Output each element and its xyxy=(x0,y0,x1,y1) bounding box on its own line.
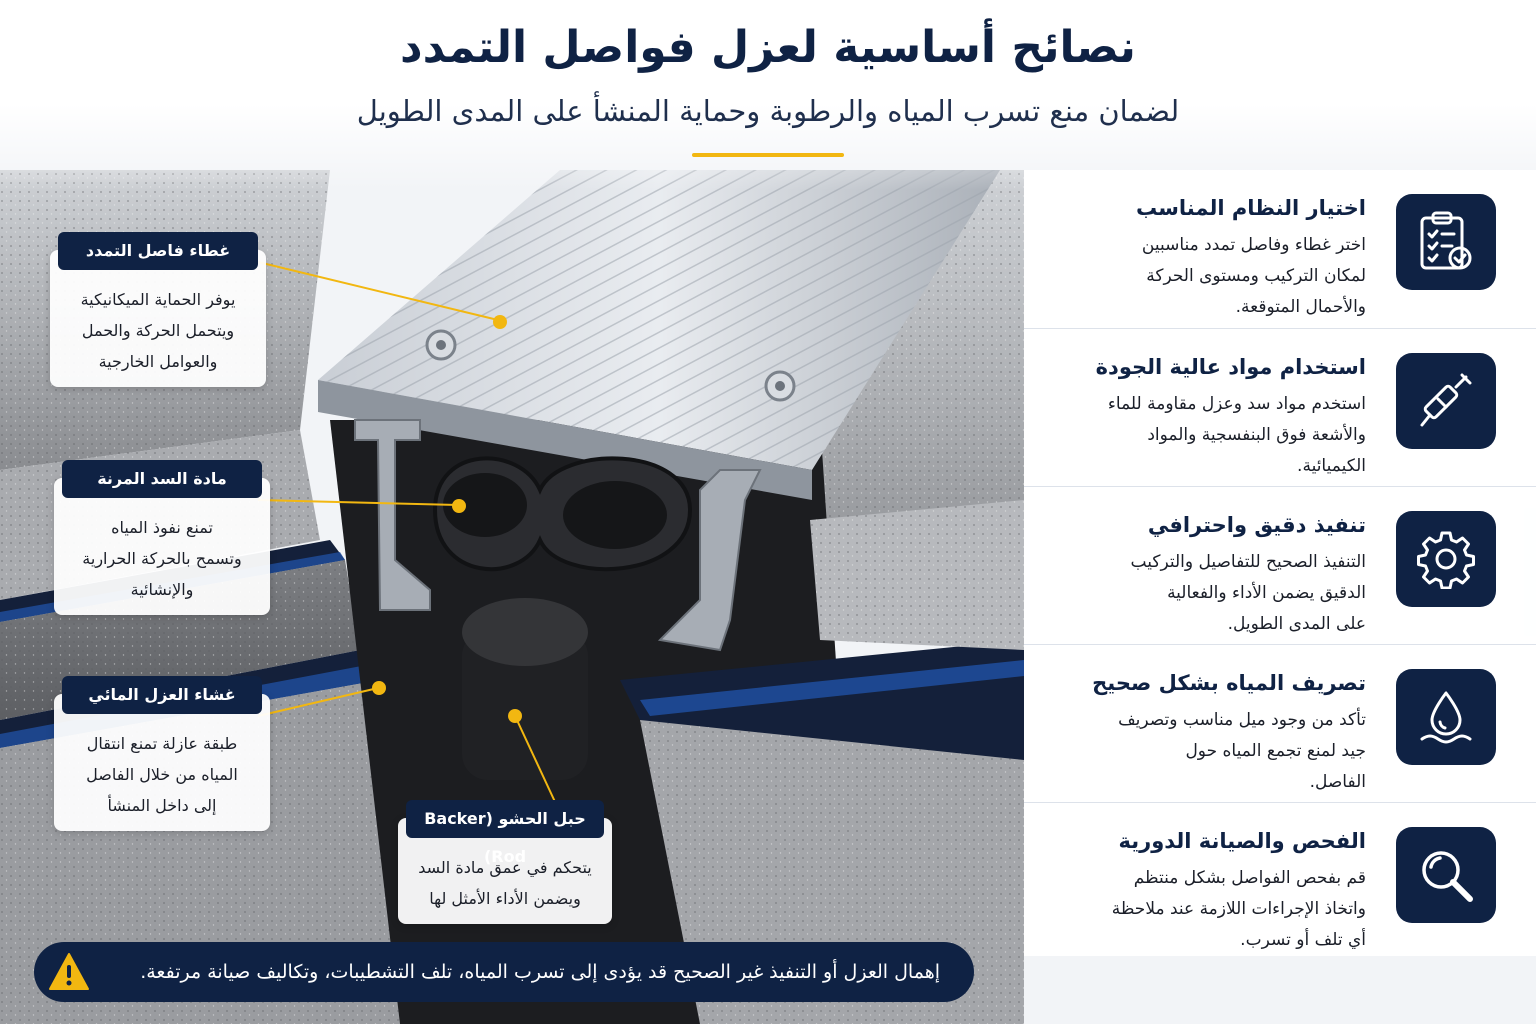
warning-triangle-icon xyxy=(49,953,89,990)
tip-inspection-maintenance: الفحص والصيانة الدورية قم بفحص الفواصل ب… xyxy=(1024,802,1536,959)
page-subtitle: لضمان منع تسرب المياه والرطوبة وحماية ال… xyxy=(356,94,1180,128)
tip-body: استخدم مواد سد وعزل مقاومة للماء والأشعة… xyxy=(1107,394,1366,476)
callout-body: يتحكم في عمق مادة السد ويضمن الأداء الأم… xyxy=(418,858,592,908)
leader-dot-cover xyxy=(493,315,507,329)
aluminum-profile-right xyxy=(657,469,762,652)
gear-icon xyxy=(1396,511,1496,607)
tip-body: تأكد من وجود ميل مناسب وتصريف جيد لمنع ت… xyxy=(1118,710,1366,792)
tip-body: قم بفحص الفواصل بشكل منتظم واتخاذ الإجرا… xyxy=(1111,868,1366,950)
callout-title: غشاء العزل المائي xyxy=(62,676,262,714)
leader-line-membrane xyxy=(257,687,379,717)
tip-precise-execution: تنفيذ دقيق واحترافي التنفيذ الصحيح للتفا… xyxy=(1024,486,1536,643)
header-backdrop xyxy=(0,0,1536,190)
tip-title: تنفيذ دقيق واحترافي xyxy=(1147,513,1366,537)
leader-line-backer xyxy=(515,717,557,805)
callout-title: مادة السد المرنة xyxy=(62,460,262,498)
backer-rod xyxy=(462,630,588,780)
leader-line-cover xyxy=(257,261,499,321)
tip-body: التنفيذ الصحيح للتفاصيل والتركيب الدقيق … xyxy=(1130,552,1366,634)
leader-line-sealant xyxy=(257,499,459,506)
leader-dot-sealant xyxy=(452,499,466,513)
page-title: نصائح أساسية لعزل فواصل التمدد xyxy=(400,22,1136,73)
aluminum-profile-left xyxy=(354,419,431,611)
callout-body: طبقة عازلة تمنع انتقال المياه من خلال ال… xyxy=(86,734,238,815)
tips-panel: اختيار النظام المناسب اختر غطاء وفاصل تم… xyxy=(1024,170,1536,956)
warning-text: إهمال العزل أو التنفيذ غير الصحيح قد يؤد… xyxy=(140,961,940,983)
magnifier-icon xyxy=(1396,827,1496,923)
tip-title: الفحص والصيانة الدورية xyxy=(1118,829,1367,853)
water-drop-icon xyxy=(1396,669,1496,765)
warning-banner: إهمال العزل أو التنفيذ غير الصحيح قد يؤد… xyxy=(34,942,974,1002)
tip-quality-materials: استخدام مواد عالية الجودة استخدم مواد سد… xyxy=(1024,328,1536,485)
tip-title: تصريف المياه بشكل صحيح xyxy=(1092,671,1366,695)
callout-backer-rod: حبل الحشو (Backer Rod) يتحكم في عمق مادة… xyxy=(398,800,612,924)
leader-dot-backer xyxy=(508,709,522,723)
callout-title: حبل الحشو (Backer Rod) xyxy=(406,800,604,866)
callout-body: يوفر الحماية الميكانيكية ويتحمل الحركة و… xyxy=(80,290,236,371)
tip-system-selection: اختيار النظام المناسب اختر غطاء وفاصل تم… xyxy=(1024,170,1536,326)
callout-title: غطاء فاصل التمدد xyxy=(58,232,258,270)
clipboard-check-icon xyxy=(1396,194,1496,290)
aluminum-cover-front xyxy=(318,380,812,500)
leader-dot-membrane xyxy=(372,681,386,695)
tip-body: اختر غطاء وفاصل تمدد مناسبين لمكان الترك… xyxy=(1141,235,1366,317)
callout-body: تمنع نفوذ المياه وتسمح بالحركة الحرارية … xyxy=(82,518,242,599)
sealant-gun-icon xyxy=(1396,353,1496,449)
tip-water-drainage: تصريف المياه بشكل صحيح تأكد من وجود ميل … xyxy=(1024,644,1536,801)
title-underline xyxy=(692,153,844,157)
callout-cover: غطاء فاصل التمدد يوفر الحماية الميكانيكي… xyxy=(50,232,266,387)
tip-title: اختيار النظام المناسب xyxy=(1136,196,1366,220)
callout-membrane: غشاء العزل المائي طبقة عازلة تمنع انتقال… xyxy=(54,676,270,831)
tip-title: استخدام مواد عالية الجودة xyxy=(1095,355,1366,379)
callout-sealant: مادة السد المرنة تمنع نفوذ المياه وتسمح … xyxy=(54,460,270,615)
